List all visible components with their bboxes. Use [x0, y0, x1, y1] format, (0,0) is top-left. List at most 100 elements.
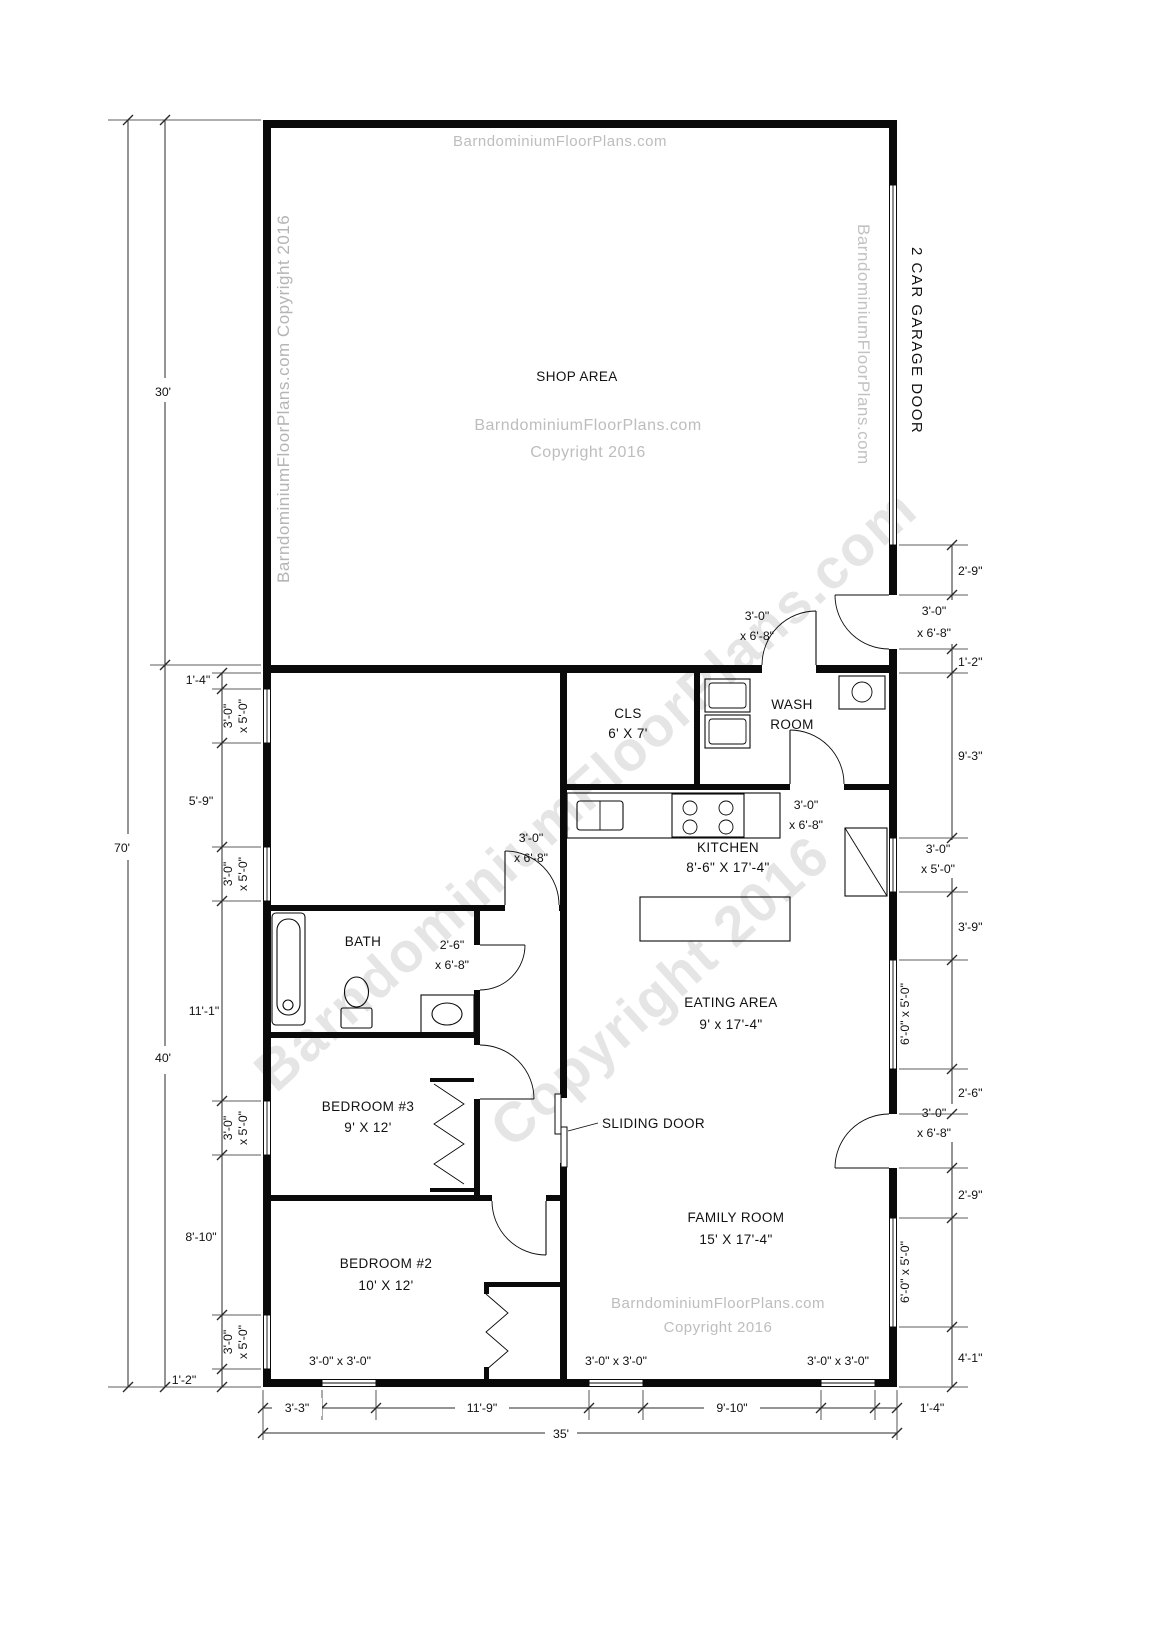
wall-hall-1 — [474, 911, 480, 945]
wall-bath-north-2 — [559, 905, 567, 911]
dim-right-4: 3'-9" — [958, 920, 983, 934]
wall-hall-3 — [474, 1099, 480, 1201]
wall-cls-south — [560, 784, 700, 790]
room-label-cls: CLS — [614, 706, 641, 721]
wall-left-4 — [263, 1155, 271, 1315]
window-size-bottom-1: 3'-0" x 3'-0" — [309, 1354, 371, 1368]
room-label-bedroom2: BEDROOM #2 — [340, 1256, 433, 1271]
dim-shop-height: 30' — [155, 385, 171, 399]
toilet — [340, 976, 373, 1029]
refrigerator — [844, 827, 888, 897]
room-label-family: FAMILY ROOM — [688, 1210, 785, 1225]
stove — [671, 793, 745, 838]
room-label-wash-1: WASH — [771, 697, 813, 712]
door-size-family-1: 3'-0" — [922, 1106, 947, 1120]
wall-bath-north-1 — [263, 905, 505, 911]
wall-left-3 — [263, 901, 271, 1101]
door-size-shop-1: 3'-0" — [745, 609, 770, 623]
door-washroom — [789, 729, 845, 785]
door-size-shopext-2: x 6'-8" — [917, 626, 951, 640]
door-size-wash-2: x 6'-8" — [789, 818, 823, 832]
window-size-left-1a: 3'-0" — [221, 704, 235, 729]
dimension-labels: 70' 30' 40' 1'-4" 5'-9" 11'-1" 8'-10" 1'… — [114, 385, 983, 1441]
wall-bedrooms-1 — [263, 1195, 492, 1201]
bedroom2-closet-bifold — [484, 1282, 567, 1379]
wall-bottom-2 — [376, 1379, 589, 1387]
wall-right-5 — [889, 1069, 897, 1114]
dryer — [704, 714, 751, 749]
windows — [263, 184, 897, 1387]
room-size-bedroom3: 9' X 12' — [344, 1120, 391, 1135]
top-watermark: BarndominiumFloorPlans.com — [453, 133, 667, 150]
dim-right-3: 9'-3" — [958, 749, 983, 763]
kitchen-counter — [566, 792, 781, 839]
wall-wash-south-1 — [700, 784, 790, 790]
kitchen-sink — [576, 800, 624, 831]
dim-total-height: 70' — [114, 841, 130, 855]
window-size-left-1b: x 5'-0" — [236, 699, 250, 733]
dim-right-5: 2'-6" — [958, 1086, 983, 1100]
wall-right-4 — [889, 892, 897, 960]
door-front-room — [504, 850, 560, 906]
room-label-wash-2: ROOM — [770, 717, 814, 732]
room-label-shop: SHOP AREA — [536, 369, 617, 384]
dim-bottom-4: 1'-4" — [920, 1401, 945, 1415]
bathtub — [271, 912, 306, 1026]
wall-cls-east — [694, 673, 700, 790]
window-size-right-2: 6'-0" x 5'-0" — [898, 983, 912, 1045]
kitchen-island — [639, 896, 791, 942]
room-size-eating: 9' x 17'-4" — [699, 1017, 762, 1032]
dim-right-6: 2'-9" — [958, 1188, 983, 1202]
door-shop-exterior — [834, 594, 890, 650]
window-size-left-3a: 3'-0" — [221, 1116, 235, 1141]
dim-total-width: 35' — [553, 1427, 569, 1441]
dim-left-2: 5'-9" — [189, 794, 214, 808]
window-size-left-3b: x 5'-0" — [236, 1111, 250, 1145]
room-label-bedroom3: BEDROOM #3 — [322, 1099, 415, 1114]
wall-left-2 — [263, 743, 271, 847]
dim-left-5: 1'-2" — [172, 1373, 197, 1387]
wall-bedrooms-2 — [546, 1195, 567, 1201]
dim-right-2: 1'-2" — [958, 655, 983, 669]
room-label-eating: EATING AREA — [684, 995, 777, 1010]
wall-right-2 — [889, 545, 897, 595]
wall-shop-divider-1 — [263, 665, 762, 673]
shop-watermark-line1: BarndominiumFloorPlans.com — [474, 417, 701, 434]
extension-lines — [108, 119, 968, 1440]
room-size-kitchen: 8'-6" X 17'-4" — [686, 860, 769, 875]
door-family-exterior — [834, 1113, 890, 1169]
left-vertical-watermark: BarndominiumFloorPlans.com Copyright 201… — [274, 215, 293, 583]
window-size-right-1a: 3'-0" — [926, 842, 951, 856]
door-bath — [479, 944, 526, 991]
room-size-bedroom2: 10' X 12' — [358, 1278, 413, 1293]
dim-living-height: 40' — [155, 1051, 171, 1065]
window-size-left-4b: x 5'-0" — [236, 1325, 250, 1359]
window-size-left-2a: 3'-0" — [221, 862, 235, 887]
door-size-shopext-1: 3'-0" — [922, 604, 947, 618]
wall-hall-2 — [474, 990, 480, 1045]
room-labels: SHOP AREA CLS 6' X 7' WASH ROOM KITCHEN … — [322, 247, 925, 1293]
door-size-bath-1: 2'-6" — [440, 938, 465, 952]
fixtures — [271, 675, 888, 1379]
door-size-shop-2: x 6'-8" — [740, 629, 774, 643]
label-bg-1 — [272, 1398, 322, 1416]
right-vertical-watermark: BarndominiumFloorPlans.com — [854, 224, 873, 465]
window-size-left-2b: x 5'-0" — [236, 857, 250, 891]
wall-shop-divider-2 — [816, 665, 897, 673]
wall-bath-south — [263, 1032, 474, 1038]
wall-left-1 — [263, 120, 271, 689]
wall-bottom-1 — [263, 1379, 322, 1387]
wall-right-7 — [889, 1327, 897, 1387]
label-bg-3 — [704, 1398, 760, 1416]
door-size-family-2: x 6'-8" — [917, 1126, 951, 1140]
wall-right-1 — [889, 120, 897, 185]
label-bg-2 — [455, 1398, 509, 1416]
sliding-door — [554, 1093, 599, 1168]
wall-vertical-main-1 — [560, 673, 567, 1098]
opening-labels: 3'-0" x 6'-8" 3'-0" x 6'-8" 3'-0" x 6'-8… — [221, 604, 955, 1368]
window-size-bottom-3: 3'-0" x 3'-0" — [807, 1354, 869, 1368]
dimension-line-paths — [127, 120, 953, 1434]
room-size-cls: 6' X 7' — [608, 726, 647, 741]
